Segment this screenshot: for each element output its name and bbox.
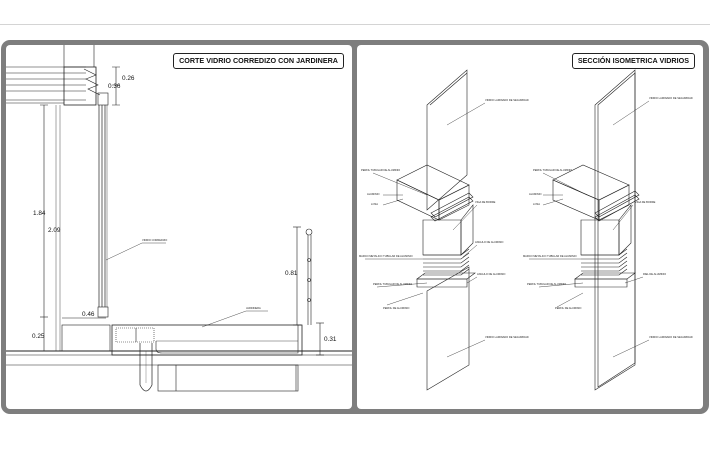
note-a-losa: LOSA: [371, 202, 378, 206]
beam-hatch: [83, 68, 101, 96]
leader-line: [372, 172, 428, 196]
beam-side: [460, 204, 474, 256]
dim-081: 0.81: [285, 270, 298, 277]
note-b-viga: VIGA DE BORDE: [635, 200, 656, 204]
isometric-panel: VIDRIO LAMINADO DE SEGURIDAD PERFIL TUBU…: [357, 45, 703, 409]
leader-line: [446, 339, 486, 358]
left-title: CORTE VIDRIO CORREDIZO CON JARDINERA: [173, 53, 344, 69]
ribs: [581, 248, 628, 276]
rail: [430, 196, 474, 222]
ribs: [423, 248, 470, 276]
note-b-losa: LOSA: [533, 202, 540, 206]
note-a-vidrio-bottom: VIDRIO LAMINADO DE SEGURIDAD: [485, 335, 529, 339]
note-a-perfil-tub2: PERFIL TUBULAR DE ALUMINIO: [373, 282, 412, 286]
dim-025: 0.25: [32, 333, 45, 340]
note-a-angulo-alu: ANGULO DE ALUMINIO: [477, 272, 505, 276]
dim-046: 0.46: [82, 311, 95, 318]
assembly-b: [529, 69, 650, 391]
top-divider: [0, 24, 710, 25]
note-b-aluminio: ALUMINIO: [529, 192, 542, 196]
note-a-marco: MARCO METALICO TUBULAR DE ALUMINIO: [359, 254, 413, 258]
dim-036: 0.36: [108, 83, 121, 90]
beam-side: [618, 204, 632, 256]
leader-line: [105, 242, 143, 261]
railing-knob: [305, 228, 313, 236]
leader-line: [542, 198, 564, 206]
leader-line: [556, 292, 584, 308]
dim-031: 0.31: [324, 336, 337, 343]
glass-edge: [597, 72, 636, 388]
glass-full: [594, 69, 636, 391]
glass-bottom: [426, 266, 470, 391]
glass-top: [426, 69, 468, 211]
rail-bottom: [97, 306, 109, 318]
leader-line: [466, 276, 478, 284]
slab-side: [598, 184, 630, 221]
right-title: SECCIÓN ISOMETRICA VIDRIOS: [571, 53, 695, 69]
leader-line: [446, 102, 486, 126]
leader-line: [612, 204, 634, 231]
railing-bolt: [307, 278, 311, 282]
dim-209: 2.09: [48, 227, 61, 234]
leader-line: [452, 204, 478, 231]
slab-side: [438, 184, 470, 221]
slab-front: [396, 179, 440, 221]
note-a-aluminio: ALUMINIO: [367, 192, 380, 196]
note-a-vidrio-top: VIDRIO LAMINADO DE SEGURIDAD: [485, 98, 529, 102]
leader-line: [542, 172, 588, 196]
leader-line: [386, 292, 424, 306]
planter-box: [111, 324, 303, 356]
leader-line: [376, 282, 428, 288]
leader-line: [382, 198, 404, 206]
note-b-perfil: PERFIL TUBULAR DE ALUMINIO: [533, 168, 572, 172]
sill-top: [416, 272, 476, 280]
note-b-riel: RIEL DE ALUMINIO: [643, 272, 666, 276]
note-b-perfil-alu: PERFIL DE ALUMINIO: [555, 306, 581, 310]
gravel: [115, 327, 137, 343]
railing-bolt: [307, 298, 311, 302]
gravel: [135, 327, 155, 343]
note-b-vidrio-top: VIDRIO LAMINADO DE SEGURIDAD: [649, 96, 693, 100]
section-cut-drawing: 0.26 0.36 VIDRIO CORREDIZO 1.84 2.09 0.2…: [6, 45, 352, 392]
drain-pipe: [139, 343, 153, 392]
leader-line: [612, 339, 650, 358]
sill-top: [574, 272, 636, 280]
lower-beam: [157, 364, 299, 392]
sill-front: [416, 278, 468, 288]
leader-line: [201, 310, 247, 328]
dim-184: 1.84: [33, 210, 46, 217]
beam: [580, 219, 620, 256]
note-b-vidrio-bottom: VIDRIO LAMINADO DE SEGURIDAD: [649, 335, 693, 339]
note-jardinera: JARDINERA: [246, 306, 261, 310]
section-cut-panel: 0.26 0.36 VIDRIO CORREDIZO 1.84 2.09 0.2…: [6, 45, 352, 409]
assembly-a: [365, 69, 486, 391]
note-a-viga: VIGA DE BORDE: [475, 200, 496, 204]
rail-top: [97, 92, 109, 106]
leader-line: [624, 276, 644, 284]
note-vidrio: VIDRIO CORREDIZO: [142, 238, 167, 242]
glass-edge: [429, 72, 468, 106]
note-b-perfil-tub2: PERFIL TUBULAR DE ALUMINIO: [527, 282, 566, 286]
planter-liner: [155, 325, 299, 354]
note-b-marco: MARCO METALICO TUBULAR DE ALUMINIO: [523, 254, 577, 258]
leader-line: [612, 100, 650, 126]
leader-line: [538, 282, 584, 288]
dim-026: 0.26: [122, 75, 135, 82]
rail: [594, 194, 640, 222]
sill-front: [574, 278, 628, 288]
beam: [422, 219, 462, 256]
note-a-perfil-alu: PERFIL DE ALUMINIO: [383, 306, 409, 310]
curb: [61, 324, 111, 352]
railing-bolt: [307, 258, 311, 262]
isometric-drawing: VIDRIO LAMINADO DE SEGURIDAD PERFIL TUBU…: [359, 69, 693, 391]
leader-line: [462, 244, 478, 258]
note-a-angulo: ANGULO DE ALUMINIO: [475, 240, 503, 244]
note-a-perfil: PERFIL TUBULAR DE ALUMINIO: [361, 168, 400, 172]
